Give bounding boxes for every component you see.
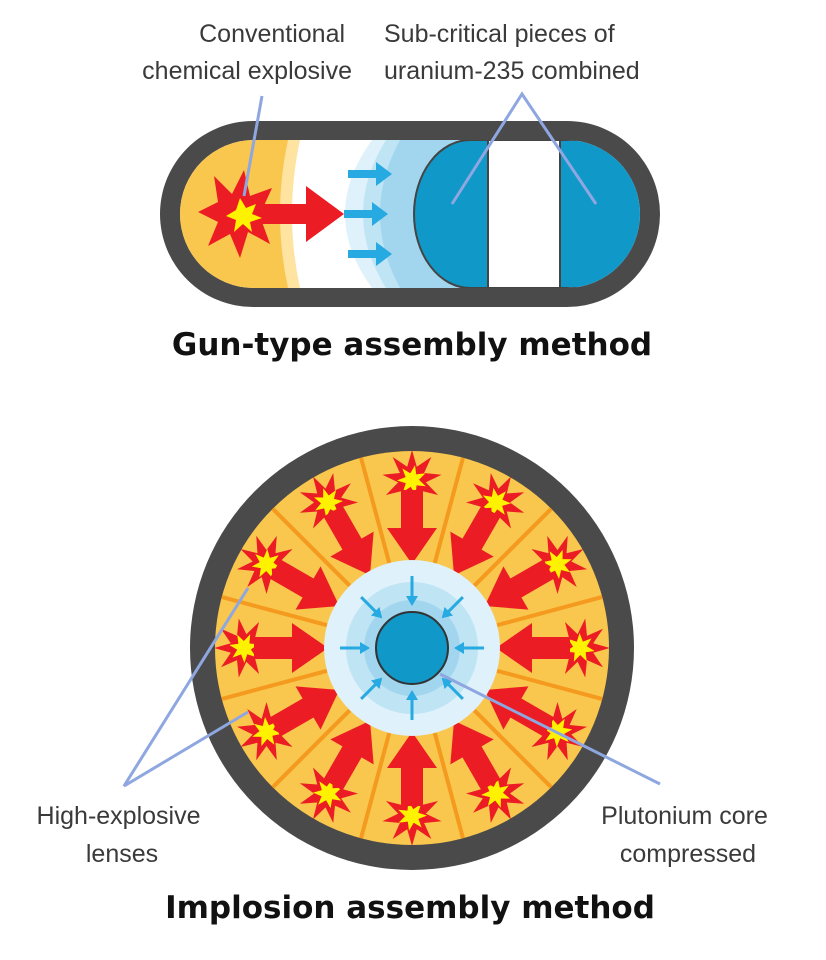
arrow-head — [360, 642, 370, 654]
plutonium-core — [375, 611, 449, 685]
burst-yellow — [398, 801, 427, 831]
gun-type-title: Gun-type assembly method — [172, 327, 652, 363]
burst-yellow — [312, 779, 342, 809]
lens-divider — [496, 594, 606, 628]
compression-arrow-icon — [406, 690, 418, 720]
arrow-head — [406, 596, 418, 606]
arrow-head — [406, 690, 418, 700]
burst-yellow — [397, 465, 426, 495]
gun-blue-arrows — [344, 162, 392, 266]
lens-divider — [358, 454, 392, 564]
burst-yellow — [565, 633, 595, 662]
arrow-head — [441, 606, 454, 619]
burst-yellow — [251, 548, 281, 578]
implosion-title: Implosion assembly method — [165, 890, 655, 926]
lens-blast — [484, 535, 588, 610]
lens-divider — [269, 708, 352, 791]
lens-blast — [450, 472, 525, 576]
lens-divider — [432, 732, 466, 842]
lens-dividers — [218, 454, 606, 842]
arrow-head — [370, 677, 383, 690]
inward-arrow-icon — [496, 623, 570, 673]
lens-blast — [382, 732, 442, 845]
inward-arrow-icon — [450, 505, 501, 576]
lens-blast — [382, 451, 442, 564]
implosion-pointer-lines — [122, 587, 661, 788]
uranium-label: Sub-critical pieces of uranium-235 combi… — [384, 20, 640, 85]
compression-arrow-icon — [406, 576, 418, 606]
burst-yellow — [229, 634, 259, 663]
lens-blast — [299, 472, 374, 576]
arrow-shaft — [360, 596, 378, 614]
inward-arrow-icon — [323, 505, 374, 576]
uranium-gap — [487, 140, 561, 288]
lens-divider — [218, 668, 328, 702]
inward-arrow-icon — [387, 490, 437, 564]
inward-arrow-icon — [323, 720, 374, 791]
arrow-shaft — [446, 682, 464, 700]
compression-arrow-icon — [454, 642, 484, 654]
inward-arrow-icon — [484, 559, 555, 610]
compression-arrow-icon — [360, 596, 383, 619]
explosive-label: Conventional chemical explosive — [142, 20, 352, 85]
arrow-head — [370, 606, 383, 619]
lens-divider — [472, 505, 555, 588]
gun-red-arrow-icon — [262, 186, 344, 242]
lens-blast — [236, 686, 340, 761]
lens-blast — [236, 535, 340, 610]
lens-blast — [496, 618, 609, 678]
lens-divider — [269, 505, 352, 588]
inward-arrow-icon — [387, 732, 437, 806]
lens-divider — [496, 668, 606, 702]
gun-blast-core — [226, 198, 262, 232]
compression-arrow-icon — [441, 596, 464, 619]
inward-arrow-icon — [269, 686, 340, 737]
gun-type-assembly — [160, 91, 660, 307]
lens-divider — [432, 454, 466, 564]
arrow-shaft — [360, 682, 378, 700]
burst-yellow — [482, 487, 512, 517]
inward-arrow-icon — [450, 720, 501, 791]
compression-arrow-icon — [360, 677, 383, 700]
lens-divider — [358, 732, 392, 842]
compression-arrows — [340, 576, 484, 720]
lens-blast — [215, 618, 328, 678]
implosion-assembly — [122, 426, 661, 870]
inward-arrow-icon — [254, 623, 328, 673]
gun-pointer-lines — [242, 91, 598, 205]
core-label: Plutonium core compressed — [601, 802, 775, 868]
lens-blast — [450, 720, 525, 824]
lens-blast — [299, 720, 374, 824]
lenses-label: High-explosive lenses — [37, 802, 208, 868]
inward-arrow-icon — [269, 559, 340, 610]
arrow-head — [454, 642, 464, 654]
compression-arrow-icon — [340, 642, 370, 654]
lens-divider — [218, 594, 328, 628]
arrow-shaft — [446, 596, 464, 614]
lens-divider — [472, 708, 555, 791]
